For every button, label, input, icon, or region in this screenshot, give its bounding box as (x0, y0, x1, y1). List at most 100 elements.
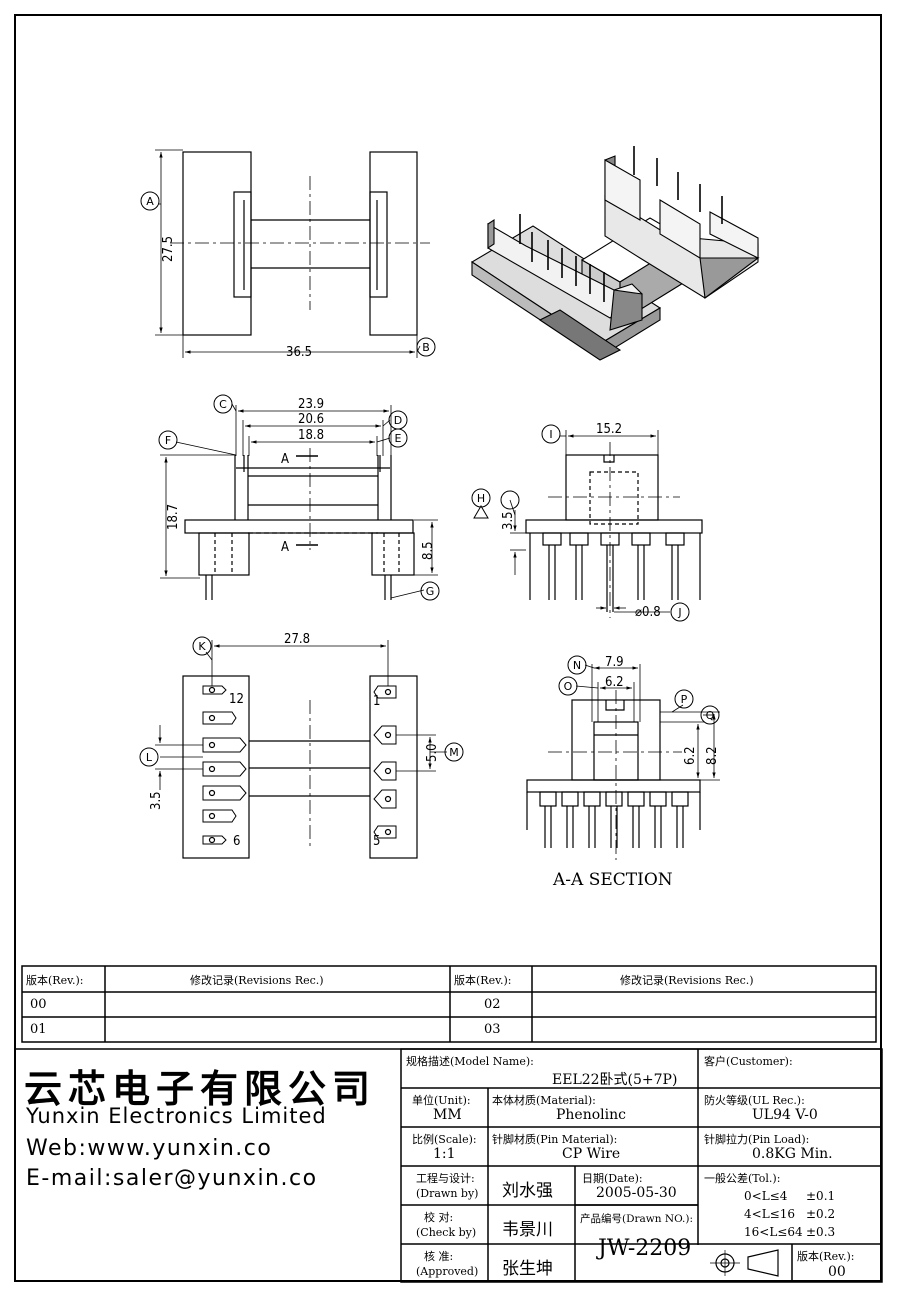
dim-8-5: 8.5 (421, 541, 436, 560)
tol-range-3: 16<L≤64 (744, 1225, 803, 1239)
drawn-no-label: 产品编号(Drawn NO.): (580, 1213, 694, 1225)
company-name-en: Yunxin Electronics Limited (26, 1104, 327, 1128)
section-view (526, 664, 720, 860)
dim-pin-diameter: ⌀0.8 (635, 605, 661, 620)
approved-label: 核 准: (424, 1250, 454, 1263)
drawn-value: 刘水强 (502, 1181, 553, 1201)
model-label: 规格描述(Model Name): (406, 1055, 534, 1068)
dim-18-7: 18.7 (166, 504, 181, 530)
tol-value-1: ±0.1 (806, 1189, 836, 1203)
drawn-label-en: (Drawn by) (416, 1187, 479, 1200)
rev-value: 00 (828, 1264, 846, 1280)
ref-j: J (677, 606, 681, 619)
dim-3-5-bottom: 3.5 (149, 791, 164, 810)
company-name-cn: 云芯电子有限公司 (24, 1067, 377, 1111)
rev-row-2-right: 03 (484, 1022, 501, 1037)
projection-symbol-icon (710, 1249, 779, 1277)
ref-q: Q (706, 709, 715, 722)
section-caption: A-A SECTION (552, 870, 673, 890)
company-email: E-mail:saler@yunxin.co (26, 1166, 318, 1191)
ul-label: 防火等级(UL Rec.): (704, 1094, 805, 1107)
ref-g: G (426, 585, 435, 598)
ref-m: M (449, 746, 459, 759)
dim-23-9: 23.9 (298, 397, 324, 412)
pin-label-12: 12 (229, 692, 244, 707)
rec-header-left: 修改记录(Revisions Rec.) (190, 974, 324, 987)
ref-a: A (146, 195, 154, 208)
tol-range-1: 0<L≤4 (744, 1189, 788, 1203)
dim-18-8: 18.8 (298, 428, 324, 443)
dim-6-2-height: 6.2 (683, 746, 698, 765)
customer-label: 客户(Customer): (704, 1055, 793, 1068)
title-block-lines (14, 1048, 883, 1283)
pin-label-1: 1 (373, 694, 380, 709)
ref-e: E (395, 432, 402, 445)
pin-material-label: 针脚材质(Pin Material): (492, 1133, 618, 1146)
caution-triangle-icon (473, 505, 489, 519)
ref-k: K (198, 640, 206, 653)
unit-label: 单位(Unit): (412, 1094, 471, 1107)
model-value: EEL22卧式(5+7P) (552, 1072, 678, 1088)
ref-o: O (564, 680, 573, 693)
dim-3-5-side: 3.5 (501, 511, 516, 530)
rev-header-left: 版本(Rev.): (26, 974, 84, 987)
scale-label: 比例(Scale): (412, 1133, 477, 1146)
pin-label-6: 6 (233, 834, 240, 849)
dim-5-0: 5.0 (425, 743, 440, 762)
front-view (160, 405, 438, 600)
rev-row-1-right: 02 (484, 997, 501, 1012)
bottom-view (155, 640, 436, 859)
dim-15-2: 15.2 (596, 422, 622, 437)
rec-header-right: 修改记录(Revisions Rec.) (620, 974, 754, 987)
drawing-frame (14, 14, 882, 1282)
dim-20-6: 20.6 (298, 412, 324, 427)
pin-material-value: CP Wire (562, 1146, 621, 1162)
unit-value: MM (433, 1107, 462, 1123)
dim-36-5: 36.5 (286, 345, 312, 360)
ref-f: F (165, 434, 171, 447)
reference-circles (139, 191, 720, 767)
scale-value: 1:1 (433, 1146, 456, 1162)
pin-load-label: 针脚拉力(Pin Load): (704, 1133, 810, 1146)
section-cut-bottom: A (281, 540, 289, 555)
ul-value: UL94 V-0 (752, 1107, 818, 1123)
isometric-view (470, 146, 760, 361)
material-value: Phenolinc (556, 1107, 626, 1123)
approved-label-en: (Approved) (416, 1265, 479, 1278)
dim-7-9: 7.9 (605, 655, 624, 670)
tol-range-2: 4<L≤16 (744, 1207, 795, 1221)
drawn-no-value: JW-2209 (598, 1236, 692, 1261)
rev-row-1-left: 00 (30, 997, 47, 1012)
reference-letters: A B C D E F G H I J K L M N O P Q (146, 195, 715, 764)
ref-i: I (549, 428, 552, 441)
ref-b: B (422, 341, 430, 354)
side-view (510, 430, 703, 618)
dim-27-8: 27.8 (284, 632, 310, 647)
rev-row-2-left: 01 (30, 1022, 47, 1037)
ref-n: N (573, 659, 581, 672)
section-cut-top: A (281, 452, 289, 467)
pin-label-5: 5 (373, 834, 380, 849)
company-web: Web:www.yunxin.co (26, 1136, 273, 1161)
ref-l: L (146, 751, 153, 764)
ref-c: C (219, 398, 227, 411)
date-value: 2005-05-30 (596, 1185, 677, 1201)
material-label: 本体材质(Material): (492, 1094, 596, 1107)
revision-table-lines (21, 965, 877, 1043)
ref-h: H (477, 492, 485, 505)
pin-load-value: 0.8KG Min. (752, 1146, 833, 1162)
rev-header-right: 版本(Rev.): (454, 974, 512, 987)
dim-27-5: 27.5 (161, 236, 176, 262)
ref-p: P (681, 693, 688, 706)
dim-8-2: 8.2 (705, 746, 720, 765)
ref-d: D (394, 414, 402, 427)
check-value: 韦景川 (502, 1220, 553, 1240)
tol-value-3: ±0.3 (806, 1225, 836, 1239)
top-view (155, 149, 430, 358)
date-label: 日期(Date): (582, 1172, 643, 1185)
drawn-label: 工程与设计: (416, 1172, 475, 1185)
check-label: 校 对: (424, 1211, 454, 1224)
check-label-en: (Check by) (416, 1226, 477, 1239)
tol-value-2: ±0.2 (806, 1207, 836, 1221)
